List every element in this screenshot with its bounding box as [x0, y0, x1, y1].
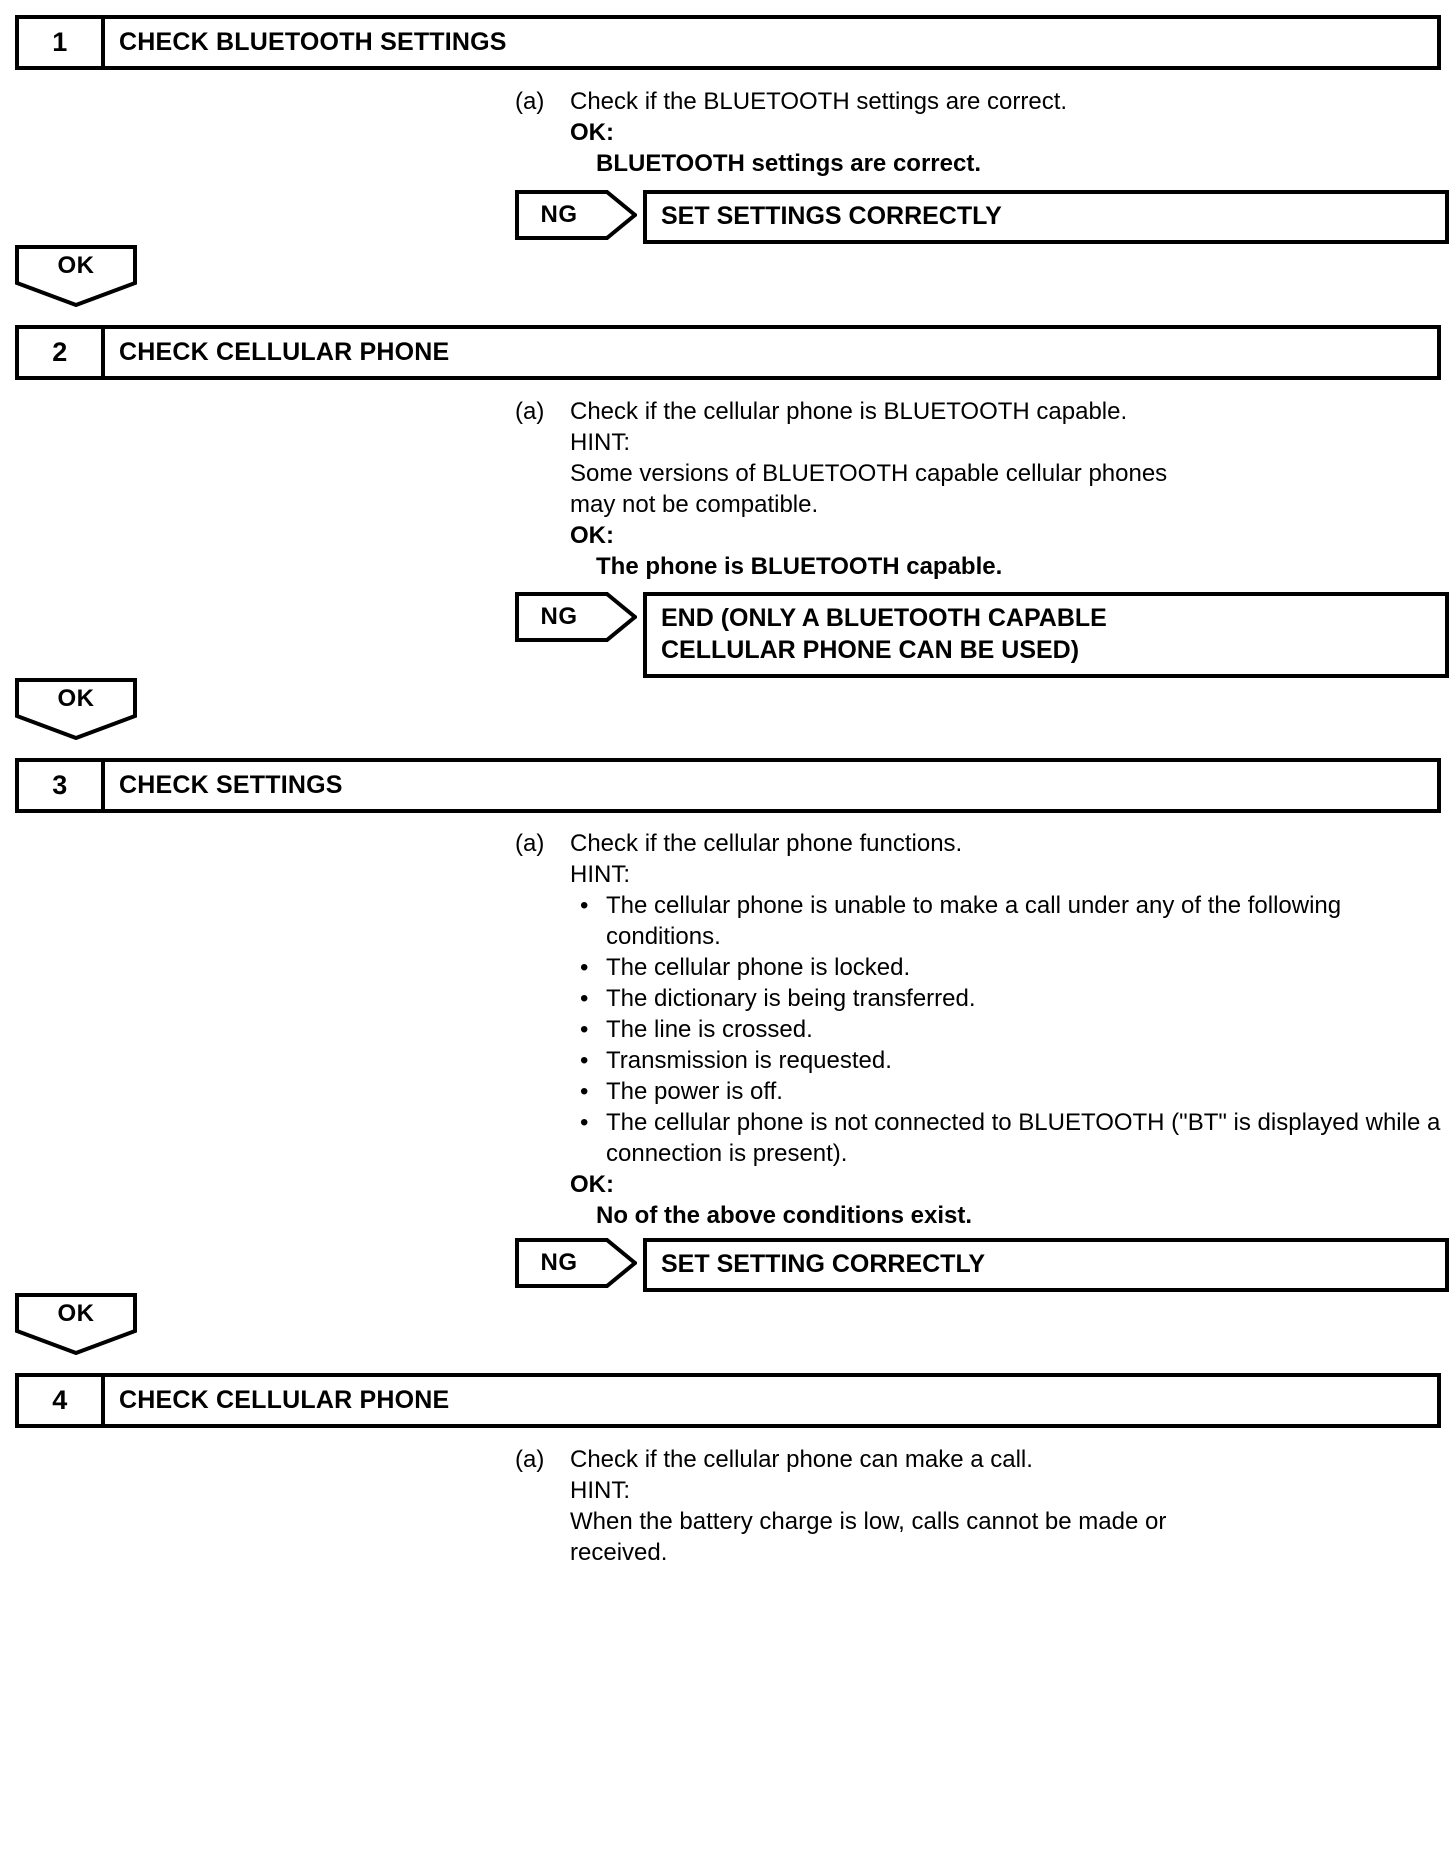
- instruction-line: Check if the cellular phone is BLUETOOTH…: [570, 398, 1128, 425]
- item-marker: (a): [515, 1446, 545, 1473]
- ok-connector-1: OK: [15, 245, 137, 307]
- ok-connector-label: OK: [57, 252, 95, 279]
- item-marker: (a): [515, 398, 545, 425]
- list-item: • The line is crossed.: [570, 1014, 1441, 1045]
- ok-label: OK:: [570, 1171, 614, 1198]
- ng-chevron-icon: NG: [515, 1238, 637, 1288]
- ng-label: NG: [540, 1249, 578, 1276]
- list-item-text: The line is crossed.: [606, 1016, 813, 1043]
- ok-connector-3: OK: [15, 1293, 137, 1355]
- list-item: • The dictionary is being transferred.: [570, 983, 1441, 1014]
- ng-row-1: NG SET SETTINGS CORRECTLY: [515, 190, 1449, 244]
- ng-result-box-3: SET SETTING CORRECTLY: [643, 1238, 1449, 1292]
- item-row: (a) Check if the cellular phone can make…: [515, 1444, 1441, 1568]
- hint-label: HINT:: [570, 861, 630, 888]
- ok-result: BLUETOOTH settings are correct.: [596, 150, 981, 177]
- item-body: Check if the cellular phone functions. H…: [570, 828, 1441, 1231]
- item-body: Check if the cellular phone is BLUETOOTH…: [570, 396, 1441, 582]
- item-row: (a) Check if the BLUETOOTH settings are …: [515, 86, 1441, 179]
- step-header-1: 1 CHECK BLUETOOTH SETTINGS: [15, 15, 1441, 70]
- list-item-text: Transmission is requested.: [606, 1047, 892, 1074]
- instruction-line: Check if the BLUETOOTH settings are corr…: [570, 88, 1068, 115]
- step-title-4: CHECK CELLULAR PHONE: [119, 1386, 450, 1414]
- ng-result-line: CELLULAR PHONE CAN BE USED): [661, 636, 1080, 664]
- item-body: Check if the BLUETOOTH settings are corr…: [570, 86, 1441, 179]
- ng-result-box-2: END (ONLY A BLUETOOTH CAPABLE CELLULAR P…: [643, 592, 1449, 678]
- list-item-text: The dictionary is being transferred.: [606, 985, 976, 1012]
- hint-bullet-list: • The cellular phone is unable to make a…: [570, 890, 1441, 1169]
- ok-connector-label: OK: [57, 685, 95, 712]
- instruction-line: Check if the cellular phone functions.: [570, 830, 963, 857]
- list-item-text: The cellular phone is unable to make a c…: [606, 892, 1342, 950]
- ng-row-3: NG SET SETTING CORRECTLY: [515, 1238, 1449, 1292]
- ok-result: The phone is BLUETOOTH capable.: [596, 553, 1003, 580]
- list-item: • Transmission is requested.: [570, 1045, 1441, 1076]
- list-item-text: The cellular phone is not connected to B…: [606, 1109, 1441, 1167]
- bullet-icon: •: [580, 1078, 589, 1105]
- hint-line: may not be compatible.: [570, 491, 819, 518]
- bullet-icon: •: [580, 892, 589, 919]
- ng-result-line: END (ONLY A BLUETOOTH CAPABLE: [661, 604, 1107, 632]
- bullet-icon: •: [580, 1016, 589, 1043]
- item-body: Check if the cellular phone can make a c…: [570, 1444, 1441, 1568]
- hint-line: When the battery charge is low, calls ca…: [570, 1508, 1167, 1535]
- list-item-text: The cellular phone is locked.: [606, 954, 911, 981]
- list-item: • The power is off.: [570, 1076, 1441, 1107]
- ok-result: No of the above conditions exist.: [596, 1202, 973, 1229]
- ok-connector-label: OK: [57, 1300, 95, 1327]
- bullet-icon: •: [580, 1047, 589, 1074]
- ok-label: OK:: [570, 522, 614, 549]
- ng-chevron-icon: NG: [515, 190, 637, 240]
- step-header-3: 3 CHECK SETTINGS: [15, 758, 1441, 813]
- bullet-icon: •: [580, 985, 589, 1012]
- step-number-1: 1: [19, 19, 105, 66]
- step-content-2: (a) Check if the cellular phone is BLUET…: [515, 396, 1441, 582]
- item-marker: (a): [515, 88, 545, 115]
- step-header-2: 2 CHECK CELLULAR PHONE: [15, 325, 1441, 380]
- step-number-2: 2: [19, 329, 105, 376]
- ng-row-2: NG END (ONLY A BLUETOOTH CAPABLE CELLULA…: [515, 592, 1449, 678]
- step-title-2: CHECK CELLULAR PHONE: [119, 338, 450, 366]
- item-row: (a) Check if the cellular phone is BLUET…: [515, 396, 1441, 582]
- step-content-1: (a) Check if the BLUETOOTH settings are …: [515, 86, 1441, 179]
- ng-chevron-icon: NG: [515, 592, 637, 642]
- step-content-4: (a) Check if the cellular phone can make…: [515, 1444, 1441, 1568]
- list-item: • The cellular phone is not connected to…: [570, 1107, 1441, 1169]
- list-item: • The cellular phone is locked.: [570, 952, 1441, 983]
- ng-result-line: SET SETTING CORRECTLY: [661, 1250, 986, 1278]
- item-marker: (a): [515, 830, 545, 857]
- hint-line: Some versions of BLUETOOTH capable cellu…: [570, 460, 1168, 487]
- step-content-3: (a) Check if the cellular phone function…: [515, 828, 1441, 1231]
- ok-connector-2: OK: [15, 678, 137, 740]
- hint-label: HINT:: [570, 429, 630, 456]
- bullet-icon: •: [580, 1109, 589, 1136]
- ng-label: NG: [540, 603, 578, 630]
- bullet-icon: •: [580, 954, 589, 981]
- hint-label: HINT:: [570, 1477, 630, 1504]
- item-row: (a) Check if the cellular phone function…: [515, 828, 1441, 1231]
- step-number-4: 4: [19, 1377, 105, 1424]
- list-item: • The cellular phone is unable to make a…: [570, 890, 1441, 952]
- hint-line: received.: [570, 1539, 668, 1566]
- step-title-1: CHECK BLUETOOTH SETTINGS: [119, 28, 507, 56]
- ng-result-box-1: SET SETTINGS CORRECTLY: [643, 190, 1449, 244]
- step-header-4: 4 CHECK CELLULAR PHONE: [15, 1373, 1441, 1428]
- step-title-3: CHECK SETTINGS: [119, 771, 343, 799]
- ok-label: OK:: [570, 119, 614, 146]
- list-item-text: The power is off.: [606, 1078, 783, 1105]
- ng-result-line: SET SETTINGS CORRECTLY: [661, 202, 1002, 230]
- ng-label: NG: [540, 201, 578, 228]
- step-number-3: 3: [19, 762, 105, 809]
- instruction-line: Check if the cellular phone can make a c…: [570, 1446, 1033, 1473]
